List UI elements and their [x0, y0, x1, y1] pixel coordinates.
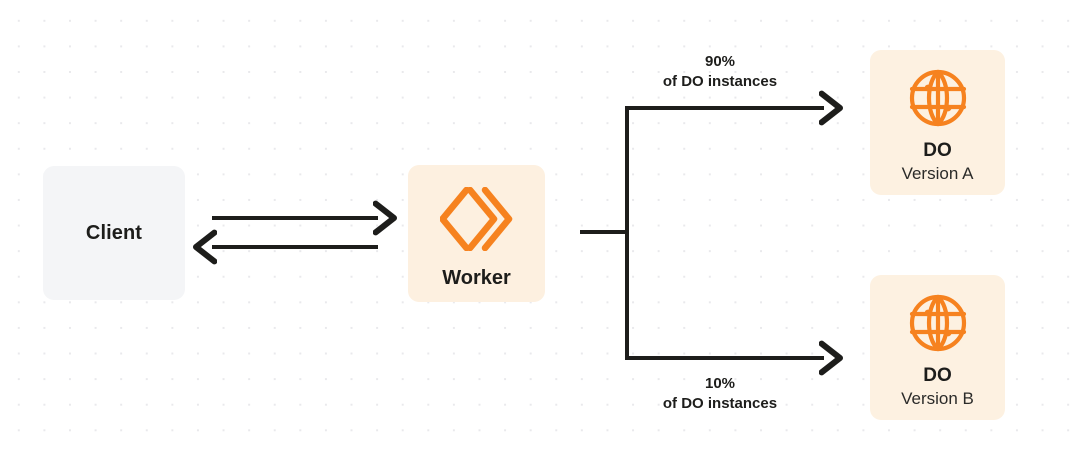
node-worker[interactable]: Worker: [408, 165, 545, 302]
node-do-a-version: Version A: [901, 163, 974, 183]
node-do-version-a[interactable]: DO Version A: [870, 50, 1005, 195]
node-do-a-label: DO: [923, 140, 952, 161]
node-do-b-label: DO: [923, 365, 952, 386]
node-do-version-b[interactable]: DO Version B: [870, 275, 1005, 420]
node-client[interactable]: Client: [43, 166, 185, 300]
cloudflare-workers-icon: [439, 187, 514, 251]
edge-worker-fork: [580, 106, 629, 360]
edge-label-bottom-description: of DO instances: [662, 394, 778, 412]
globe-icon: [906, 291, 970, 355]
edge-label-bottom: 10% of DO instances: [630, 374, 810, 414]
edge-label-top-description: of DO instances: [662, 72, 778, 90]
edge-label-bottom-percent: 10%: [704, 375, 736, 392]
edge-label-top-percent: 90%: [704, 53, 736, 70]
node-do-b-version: Version B: [901, 388, 974, 408]
node-worker-label: Worker: [442, 267, 511, 289]
node-client-label: Client: [85, 221, 143, 244]
globe-icon: [906, 66, 970, 130]
edge-label-top: 90% of DO instances: [630, 52, 810, 92]
